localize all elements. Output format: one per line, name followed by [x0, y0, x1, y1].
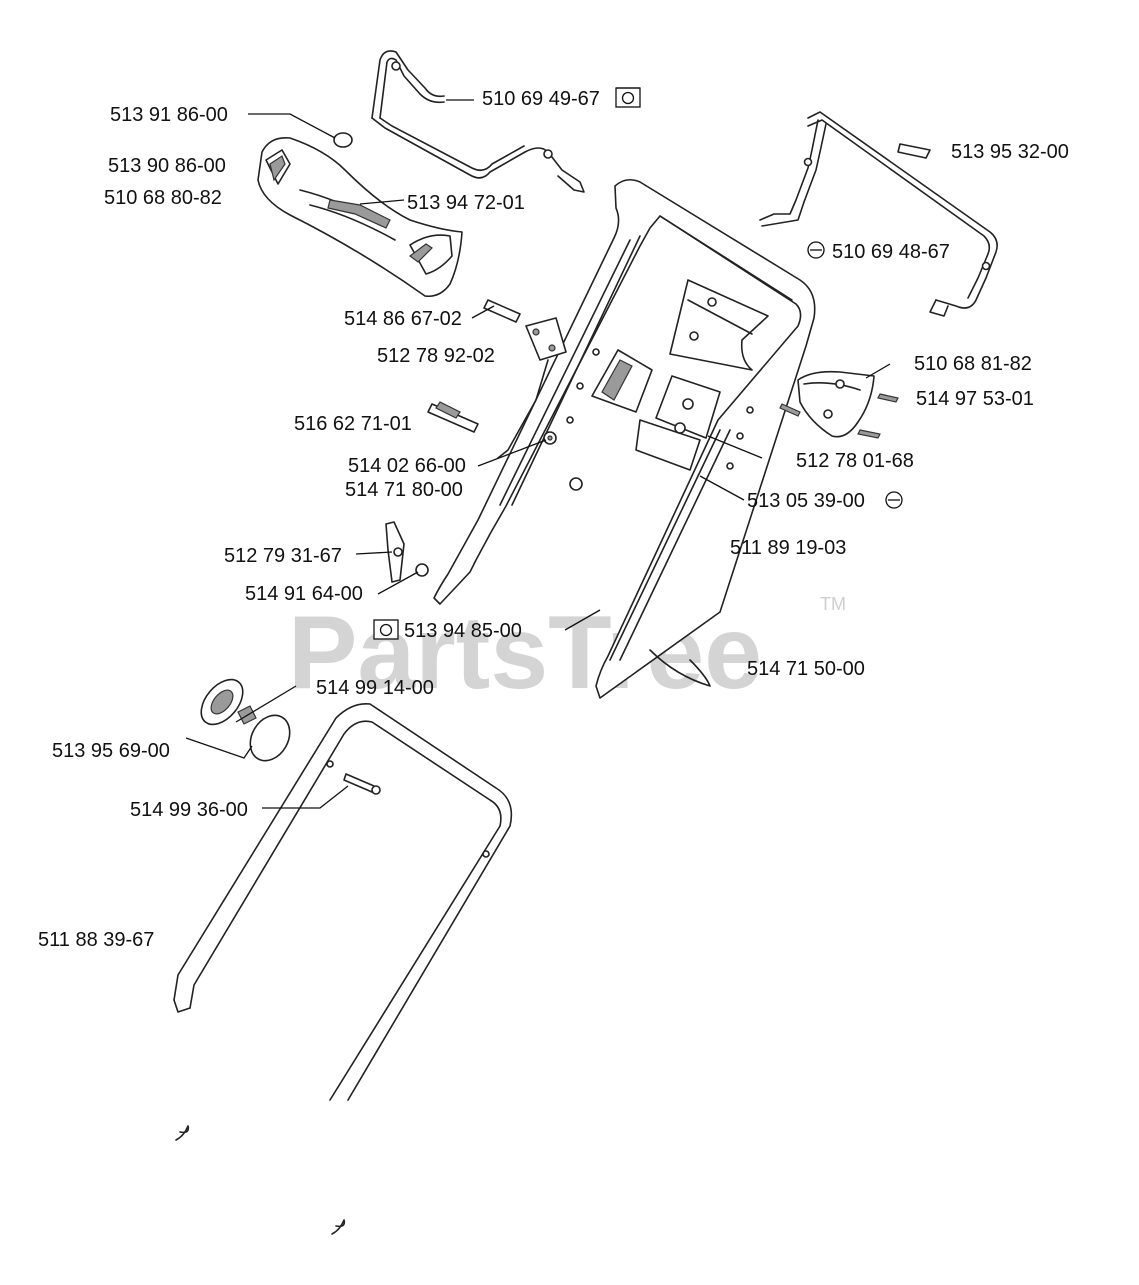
stop-symbol-1 [807, 241, 825, 259]
part-label-513-95-69-00[interactable]: 513 95 69-00 [52, 740, 170, 762]
cap-assembly[interactable] [193, 672, 298, 768]
part-label-514-86-67-02[interactable]: 514 86 67-02 [344, 308, 462, 330]
part-label-514-99-14-00[interactable]: 514 99 14-00 [316, 677, 434, 699]
part-label-513-90-86-00[interactable]: 513 90 86-00 [108, 155, 226, 177]
stop-symbol-2 [885, 491, 903, 509]
right-grip-housing[interactable] [591, 279, 769, 439]
part-label-514-02-66-00[interactable]: 514 02 66-00 [348, 455, 466, 477]
part-label-512-79-31-67[interactable]: 512 79 31-67 [224, 545, 342, 567]
part-label-514-71-50-00[interactable]: 514 71 50-00 [747, 658, 865, 680]
part-label-511-89-19-03[interactable]: 511 89 19-03 [730, 537, 846, 559]
cable-clip[interactable] [427, 403, 479, 433]
part-label-510-69-49-67[interactable]: 510 69 49-67 [482, 88, 600, 110]
upper-handle-frame[interactable] [433, 178, 816, 699]
pin-clip-2 [331, 1219, 346, 1235]
watermark-trademark: TM [820, 594, 846, 614]
connector-pin[interactable] [483, 299, 521, 323]
box-symbol-1 [615, 87, 641, 108]
part-label-511-88-39-67[interactable]: 511 88 39-67 [38, 929, 154, 951]
part-label-512-78-92-02[interactable]: 512 78 92-02 [377, 345, 495, 367]
handle-grip-left[interactable] [257, 136, 463, 298]
pin-clip-1 [175, 1125, 190, 1141]
cable[interactable] [649, 649, 711, 687]
bolt[interactable] [343, 773, 375, 793]
lever-washer[interactable] [415, 563, 429, 577]
lower-handle[interactable] [173, 702, 513, 1101]
part-label-510-68-81-82[interactable]: 510 68 81-82 [914, 353, 1032, 375]
part-label-514-99-36-00[interactable]: 514 99 36-00 [130, 799, 248, 821]
bail-wire-right[interactable] [759, 111, 998, 317]
nut[interactable] [569, 477, 583, 491]
part-label-512-78-01-68[interactable]: 512 78 01-68 [796, 450, 914, 472]
bail-wire-left[interactable] [371, 50, 585, 193]
part-label-510-68-80-82[interactable]: 510 68 80-82 [104, 187, 222, 209]
box-symbol-2 [373, 619, 399, 640]
part-label-513-91-86-00[interactable]: 513 91 86-00 [110, 104, 228, 126]
knob-small[interactable] [333, 132, 353, 148]
part-label-510-69-48-67[interactable]: 510 69 48-67 [832, 241, 950, 263]
part-label-513-94-85-00[interactable]: 513 94 85-00 [404, 620, 522, 642]
part-label-513-95-32-00[interactable]: 513 95 32-00 [951, 141, 1069, 163]
part-label-513-05-39-00[interactable]: 513 05 39-00 [747, 490, 865, 512]
part-label-514-71-80-00[interactable]: 514 71 80-00 [345, 479, 463, 501]
handle-grip-right[interactable] [779, 370, 899, 439]
leader-lines [185, 99, 891, 809]
part-label-514-91-64-00[interactable]: 514 91 64-00 [245, 583, 363, 605]
part-label-516-62-71-01[interactable]: 516 62 71-01 [294, 413, 412, 435]
switch-bracket[interactable] [497, 317, 567, 459]
part-label-513-94-72-01[interactable]: 513 94 72-01 [407, 192, 525, 214]
part-label-514-97-53-01[interactable]: 514 97 53-01 [916, 388, 1034, 410]
